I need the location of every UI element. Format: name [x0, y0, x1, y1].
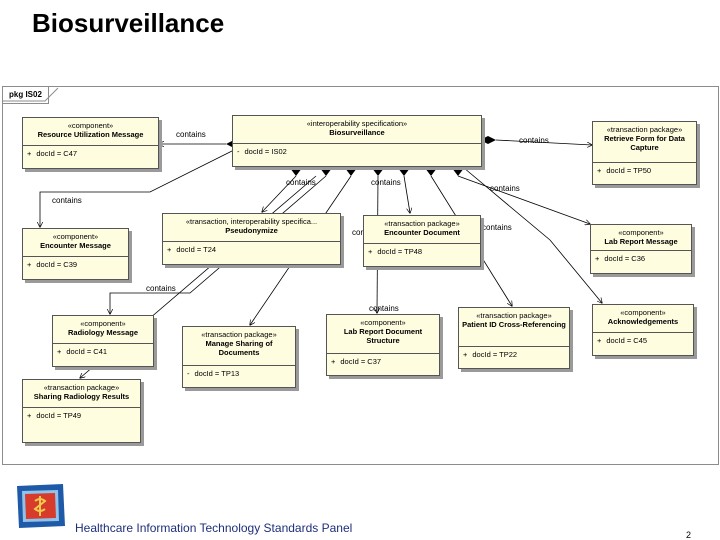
visibility-marker: + [368, 247, 373, 256]
stereotype-label: «transaction package» [43, 383, 120, 392]
visibility-marker: - [187, 369, 190, 378]
visibility-marker: + [27, 260, 32, 269]
box-name: Biosurveillance [329, 128, 385, 137]
box-name: Lab Report Document Structure [343, 327, 423, 345]
connector-label: contains [490, 184, 520, 193]
visibility-marker: + [331, 357, 336, 366]
doc-id-attribute: docId = C39 [36, 260, 78, 269]
page-number: 2 [686, 530, 692, 540]
connector-label: contains [519, 136, 549, 145]
box-name: Encounter Document [384, 228, 460, 237]
connector-to-retrieve-form [495, 139, 592, 145]
stereotype-label: «transaction package» [384, 219, 460, 228]
doc-id-attribute: docId = TP22 [472, 350, 518, 359]
uml-box-encounter-document[interactable]: «transaction package»Encounter Document … [363, 215, 481, 267]
uml-box-manage-sharing[interactable]: «transaction package»Manage Sharing of D… [182, 326, 296, 388]
doc-id-attribute: docId = C36 [604, 254, 646, 263]
package-tab: pkg IS02 [3, 87, 49, 104]
stereotype-label: «component» [620, 308, 666, 317]
connector-label: contains [176, 130, 206, 139]
box-name: Encounter Message [40, 241, 111, 250]
box-name: Manage Sharing of Documents [205, 339, 273, 357]
box-name: Sharing Radiology Results [33, 392, 130, 401]
box-name: Patient ID Cross-Referencing [462, 320, 566, 329]
uml-box-biosurveillance[interactable]: «interoperability specification»Biosurve… [232, 115, 482, 167]
visibility-marker: + [167, 245, 172, 254]
uml-box-retrieve-form[interactable]: «transaction package»Retrieve Form for D… [592, 121, 697, 185]
stereotype-label: «transaction package» [606, 125, 683, 134]
visibility-marker: + [463, 350, 468, 359]
doc-id-attribute: docId = T24 [176, 245, 217, 254]
doc-id-attribute: docId = C47 [36, 149, 78, 158]
uml-box-lab-report-message[interactable]: «component»Lab Report Message + docId = C… [590, 224, 692, 274]
connector-to-acknowledgements [463, 167, 602, 303]
uml-box-lab-report-document[interactable]: «component»Lab Report Document Structure… [326, 314, 440, 376]
connector-to-encounter-document [403, 175, 410, 213]
box-name: Radiology Message [67, 328, 139, 337]
uml-box-patient-id[interactable]: «transaction package»Patient ID Cross-Re… [458, 307, 570, 369]
slide-title: Biosurveillance [32, 8, 225, 38]
stereotype-label: «transaction package» [201, 330, 277, 339]
stereotype-label: «transaction package» [476, 311, 552, 320]
visibility-marker: + [597, 166, 602, 175]
uml-box-radiology-message[interactable]: «component»Radiology Message + docId = C4… [52, 315, 154, 367]
box-name: Lab Report Message [604, 237, 678, 246]
visibility-marker: + [57, 347, 62, 356]
connector-to-encounter-message [40, 149, 235, 227]
connector-label: contains [482, 223, 512, 232]
package-tab-corner [2, 87, 59, 102]
hitsp-logo [17, 484, 65, 528]
connector-label: contains [146, 284, 176, 293]
doc-id-attribute: docId = C37 [340, 357, 382, 366]
doc-id-attribute: docId = C41 [66, 347, 108, 356]
stereotype-label: «interoperability specification» [306, 119, 408, 128]
connector-label: contains [52, 196, 82, 205]
stereotype-label: «component» [67, 121, 114, 130]
connector-label: contains [371, 178, 401, 187]
footer-text: Healthcare Information Technology Standa… [75, 521, 353, 535]
stereotype-label: «component» [360, 318, 406, 327]
uml-box-pseudonymize[interactable]: «transaction, interoperability specifica… [162, 213, 341, 265]
doc-id-attribute: docId = IS02 [244, 147, 287, 156]
stereotype-label: «component» [618, 228, 664, 237]
visibility-marker: + [597, 336, 602, 345]
uml-box-sharing-radiology[interactable]: «transaction package»Sharing Radiology R… [22, 379, 141, 443]
uml-box-resource-utilization[interactable]: «component»Resource Utilization Message … [22, 117, 159, 169]
box-name: Resource Utilization Message [37, 130, 144, 139]
visibility-marker: + [595, 254, 600, 263]
uml-box-acknowledgements[interactable]: «component»Acknowledgements + docId = C45 [592, 304, 694, 356]
doc-id-attribute: docId = TP48 [377, 247, 423, 256]
stereotype-label: «component» [80, 319, 126, 328]
doc-id-attribute: docId = TP50 [606, 166, 652, 175]
connector-to-lab-report-message [457, 175, 590, 224]
doc-id-attribute: docId = C45 [606, 336, 648, 345]
box-name: Acknowledgements [607, 317, 679, 326]
box-name: Pseudonymize [225, 226, 278, 235]
connector-label: contains [286, 178, 316, 187]
stereotype-label: «transaction, interoperability specifica… [185, 217, 318, 226]
visibility-marker: + [27, 411, 32, 420]
visibility-marker: + [27, 149, 32, 158]
connector-label: contains [369, 304, 399, 313]
doc-id-attribute: docId = TP49 [36, 411, 82, 420]
box-name: Retrieve Form for Data Capture [604, 134, 685, 152]
uml-box-encounter-message[interactable]: «component»Encounter Message + docId = C3… [22, 228, 129, 280]
composition-diamond [480, 136, 496, 144]
stereotype-label: «component» [52, 232, 99, 241]
doc-id-attribute: docId = TP13 [194, 369, 240, 378]
visibility-marker: - [237, 147, 240, 156]
connector-to-pseudonymize [262, 175, 297, 212]
